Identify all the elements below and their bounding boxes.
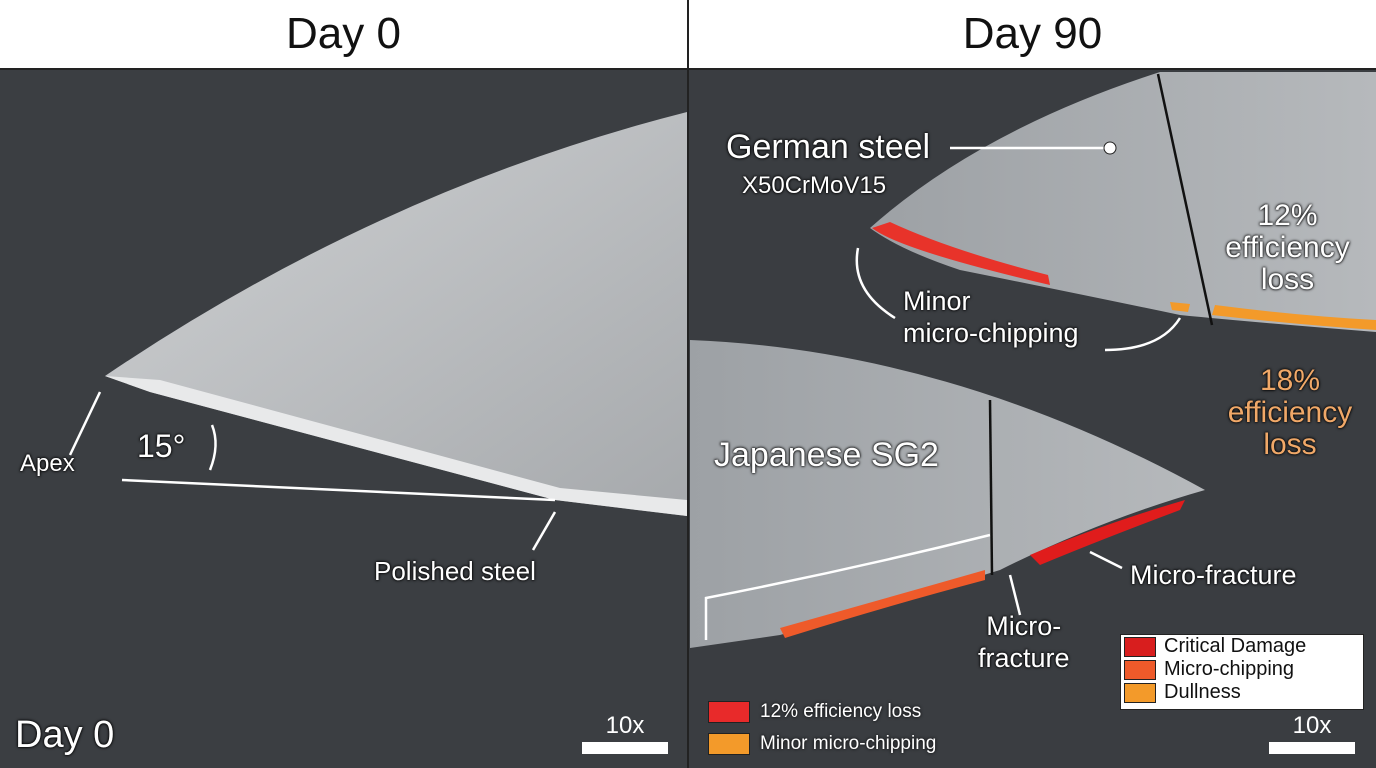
german-steel-label: German steel: [726, 128, 931, 166]
german-grade-label: X50CrMoV15: [742, 172, 887, 199]
apex-label: Apex: [20, 450, 75, 477]
header-day0-label: Day 0: [286, 9, 401, 58]
german-leader-dot-icon: [1103, 141, 1117, 155]
legend-efficiency-loss: 12% efficiency loss: [705, 696, 936, 728]
header-day0: Day 0: [0, 0, 687, 70]
german-chip: [1170, 302, 1190, 312]
chipping-arrow-right-icon: [1104, 317, 1182, 352]
day90-scale-label: 10x: [1292, 712, 1332, 739]
legend-label: Critical Damage: [1164, 635, 1307, 657]
angle-arc-icon: [208, 424, 217, 471]
header-day90-label: Day 90: [962, 9, 1103, 58]
japanese-sg2-label: Japanese SG2: [714, 436, 939, 474]
day0-corner-label: Day 0: [15, 714, 115, 756]
polished-steel-label: Polished steel: [374, 556, 536, 586]
apex-arrow-icon: [68, 391, 102, 456]
legend-swatch: [1124, 636, 1156, 657]
day0-scale-bar: 10x: [582, 712, 668, 754]
german-critical-damage: [872, 222, 1050, 285]
header-day90: Day 90: [689, 0, 1376, 70]
japanese-section-line: [988, 399, 994, 576]
polished-arrow-icon: [531, 511, 557, 551]
micro-fracture-label-right: Micro-fracture: [1130, 560, 1297, 590]
day0-scale-label: 10x: [605, 712, 645, 739]
legend-label: 12% efficiency loss: [760, 701, 922, 722]
legend-label: Micro-chipping: [1164, 658, 1295, 680]
angle-label: 15°: [137, 428, 186, 464]
chipping-arrow-left-icon: [855, 247, 896, 320]
german-section-line: [1156, 73, 1214, 326]
legend-label: Dullness: [1164, 681, 1241, 703]
legend-swatch: [1124, 659, 1156, 680]
day0-bevel: [105, 376, 687, 516]
legend-label: Minor micro-chipping: [760, 733, 937, 754]
german-dullness: [1212, 305, 1376, 330]
fracture-arrow-center-icon: [1008, 574, 1022, 616]
fracture-arrow-right-icon: [1089, 550, 1123, 570]
japanese-blade: [690, 340, 1205, 648]
legend-minor-chipping: Minor micro-chipping: [705, 728, 936, 760]
japanese-outline: [704, 533, 991, 640]
legend-swatch: [1124, 682, 1156, 703]
panel-divider: [687, 0, 689, 768]
damage-legend: Critical Damage Micro-chipping Dullness: [1120, 634, 1364, 710]
legend-critical: Critical Damage: [1121, 635, 1363, 658]
legend-chipping: Micro-chipping: [1121, 658, 1363, 681]
japanese-critical-damage: [1030, 500, 1185, 565]
legend-dullness: Dullness: [1121, 681, 1363, 704]
loss-legend: 12% efficiency loss Minor micro-chipping: [705, 696, 936, 760]
legend-swatch: [708, 701, 750, 723]
day90-scale-bar: 10x: [1269, 712, 1355, 754]
micro-fracture-label-center: Micro-fracture: [978, 611, 1070, 673]
day0-reference-line: [121, 478, 556, 502]
japanese-chipping: [780, 570, 985, 638]
legend-swatch: [708, 733, 750, 755]
